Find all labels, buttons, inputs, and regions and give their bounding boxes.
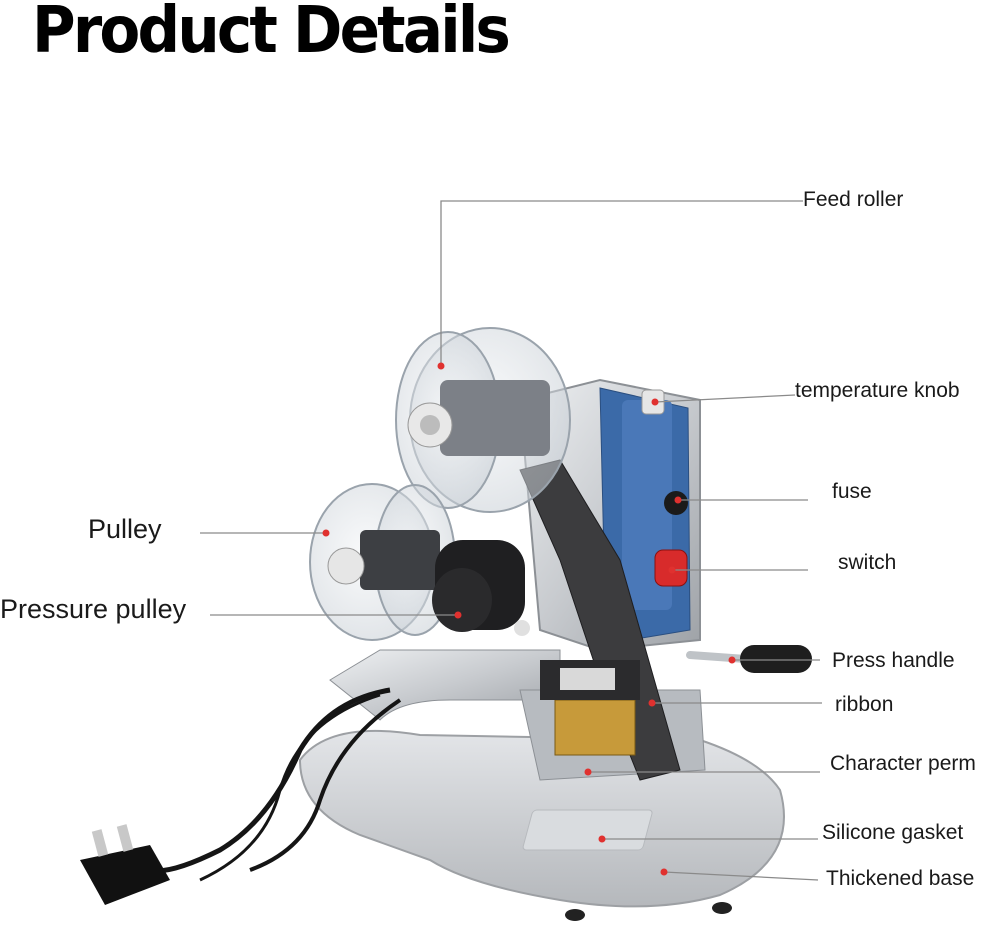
thickened-base (298, 729, 785, 921)
label-temperature-knob: temperature knob (795, 379, 960, 402)
label-press-handle: Press handle (832, 649, 955, 672)
label-character-perm: Character perm (830, 752, 976, 775)
pulley (309, 483, 456, 641)
label-feed-roller: Feed roller (803, 188, 904, 211)
pressure-pulley (432, 540, 530, 636)
label-ribbon: ribbon (835, 693, 894, 716)
character-perm-block (540, 660, 640, 756)
label-thickened-base: Thickened base (826, 867, 975, 890)
feed-roller (395, 327, 571, 513)
label-silicone-gasket: Silicone gasket (822, 821, 964, 844)
label-pulley: Pulley (88, 514, 162, 544)
leader-temperature-knob (654, 394, 796, 403)
power-cord (80, 687, 402, 905)
leader-lines (200, 200, 822, 881)
label-pressure-pulley: Pressure pulley (0, 594, 187, 624)
pointer-dots (322, 362, 736, 876)
label-fuse: fuse (832, 480, 872, 503)
press-handle (686, 645, 812, 673)
leader-feed-roller (440, 200, 803, 365)
leader-thickened-base (663, 871, 819, 881)
label-switch: switch (838, 551, 897, 574)
page-title: Product Details (32, 0, 511, 68)
fuse-cap (664, 491, 688, 515)
